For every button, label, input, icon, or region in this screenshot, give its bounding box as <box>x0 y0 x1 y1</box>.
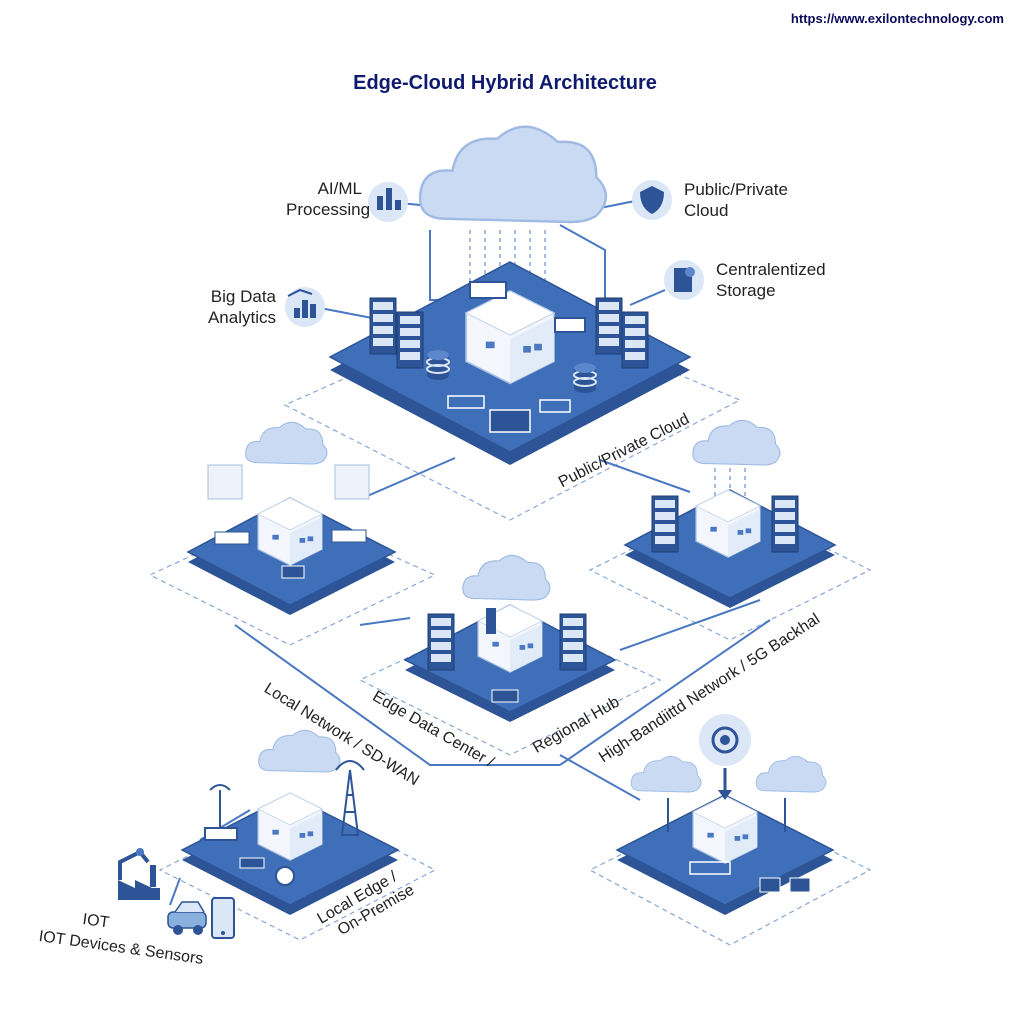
edge-node-right <box>623 419 837 608</box>
iot-label: IOT <box>81 910 111 932</box>
shield-icon <box>632 180 672 220</box>
edge-node-left <box>186 421 397 615</box>
page-title: Edge-Cloud Hybrid Architecture <box>353 72 657 94</box>
ai-ml-icon <box>368 182 408 222</box>
main-cloud-icon <box>418 125 608 224</box>
edge-data-center <box>403 554 617 722</box>
website-url[interactable]: https://www.exilontechnology.com <box>790 11 1004 26</box>
factory-icon <box>118 865 160 900</box>
chart-icon <box>285 287 325 327</box>
car-icon <box>167 901 207 935</box>
wireless-signal-icon <box>699 714 751 800</box>
router-icon <box>204 784 238 841</box>
server-rack-icon <box>369 297 397 355</box>
storage-icon <box>664 260 704 300</box>
local-edge-node <box>180 729 400 915</box>
cloud-tier-platform <box>328 125 692 465</box>
robot-arm-icon <box>118 848 150 880</box>
storage-label: Centralentized Storage <box>716 260 826 300</box>
public-private-label: Public/Private Cloud <box>684 180 788 220</box>
smartphone-icon <box>211 897 235 939</box>
edge-node-bottom-right <box>615 714 835 915</box>
antenna-tower-icon <box>335 760 365 836</box>
big-data-label: Big Data Analytics <box>207 287 276 327</box>
ai-ml-label: AI/ML Processing <box>286 179 371 219</box>
